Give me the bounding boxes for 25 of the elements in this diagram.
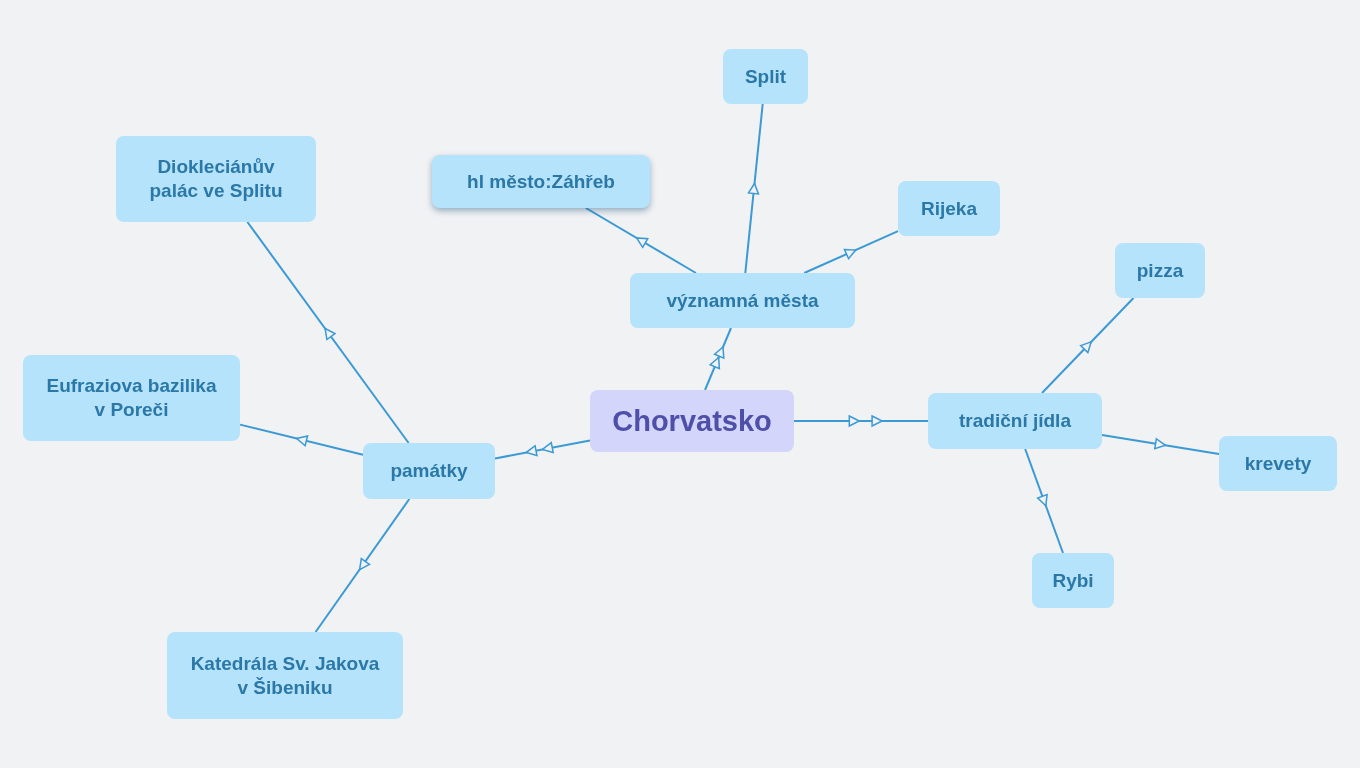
topic-box: hl město:Záhřeb: [432, 155, 650, 208]
topic-box: Diokleciánův palác ve Splitu: [116, 136, 316, 222]
connector-arrow: [803, 230, 899, 274]
topic-box: Rijeka: [898, 181, 1000, 236]
connector-arrow: [494, 439, 591, 460]
connector-arrow: [246, 221, 410, 444]
connector-arrow: [314, 498, 411, 633]
topic-box: významná města: [630, 273, 855, 328]
connector-arrow: [584, 207, 697, 274]
connector-arrow: [704, 327, 732, 391]
topic-box: Rybi: [1032, 553, 1114, 608]
topic-box: tradiční jídla: [928, 393, 1102, 449]
topic-box: Katedrála Sv. Jakova v Šibeniku: [167, 632, 403, 719]
connector-arrow: [1024, 448, 1064, 554]
connector-arrow: [744, 103, 764, 274]
connector-arrow: [1101, 434, 1220, 455]
topic-box: pizza: [1115, 243, 1205, 298]
topic-box: Split: [723, 49, 808, 104]
connector-arrow: [1041, 297, 1135, 394]
topic-box: památky: [363, 443, 495, 499]
central-topic-box: Chorvatsko: [590, 390, 794, 452]
topic-box: Eufraziova bazilika v Poreči: [23, 355, 240, 441]
connector-arrow: [793, 414, 929, 428]
topic-box: krevety: [1219, 436, 1337, 491]
connector-arrow: [239, 423, 364, 456]
